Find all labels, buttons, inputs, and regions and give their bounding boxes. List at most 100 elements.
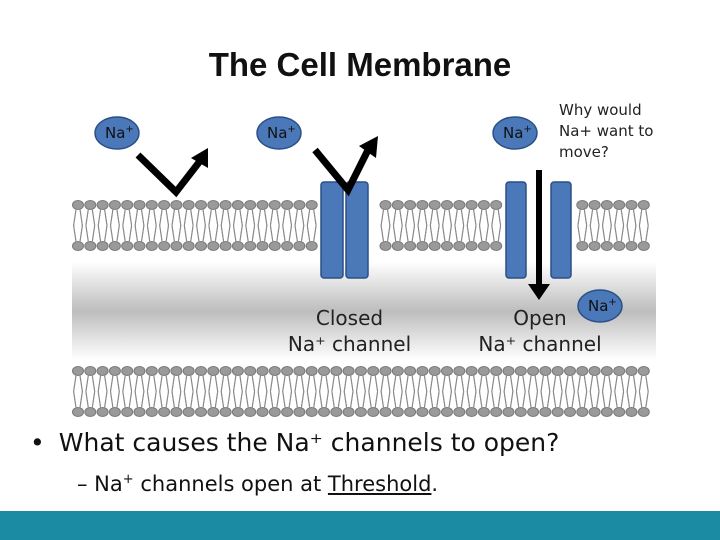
phospholipid <box>576 209 589 251</box>
phospholipid <box>219 375 232 417</box>
slide-title: The Cell Membrane <box>208 46 512 83</box>
open-channel-caption: Open Na⁺ channel <box>478 306 602 356</box>
phospholipid <box>96 375 109 417</box>
phospholipid <box>391 375 404 417</box>
phospholipid <box>576 375 589 417</box>
phospholipid <box>564 375 576 417</box>
phospholipid <box>281 209 294 251</box>
phospholipid <box>231 375 244 417</box>
phospholipid <box>379 209 392 251</box>
closed-channel-caption: Closed Na⁺ channel <box>287 306 412 356</box>
open-channel <box>505 181 572 279</box>
phospholipid <box>121 209 134 251</box>
phospholipid <box>391 209 404 251</box>
sodium-ion: Na+ <box>577 289 623 323</box>
phospholipid <box>637 209 650 251</box>
phospholipid <box>219 209 232 251</box>
phospholipid <box>625 209 638 251</box>
phospholipid <box>244 375 257 417</box>
phospholipid <box>84 375 97 417</box>
bounce-arrow-middle <box>312 136 378 197</box>
phospholipid <box>158 375 171 417</box>
sodium-ion: Na+ <box>256 116 302 150</box>
phospholipid <box>379 375 392 417</box>
phospholipid <box>441 375 453 417</box>
phospholipid <box>428 209 441 251</box>
phospholipid <box>182 209 195 251</box>
bounce-arrow-left <box>135 148 208 198</box>
phospholipid <box>145 209 158 251</box>
phospholipid <box>613 209 626 251</box>
phospholipid <box>441 209 453 251</box>
phospholipid <box>637 375 650 417</box>
phospholipid <box>588 375 601 417</box>
open-channel-left-subunit <box>505 181 527 279</box>
phospholipid <box>170 209 183 251</box>
phospholipid <box>490 375 503 417</box>
svg-text:Na+: Na+ <box>503 124 532 142</box>
phospholipid <box>268 375 281 417</box>
phospholipid <box>158 209 171 251</box>
phospholipid <box>305 209 318 251</box>
phospholipid <box>305 375 318 417</box>
phospholipid <box>490 209 503 251</box>
phospholipid <box>367 375 380 417</box>
phospholipid <box>195 375 207 417</box>
sub-bullet: – Na+ channels open at Threshold. <box>77 472 439 496</box>
phospholipid <box>121 375 134 417</box>
svg-text:Na+: Na+ <box>267 124 296 142</box>
phospholipid <box>404 209 417 251</box>
phospholipid <box>281 375 294 417</box>
phospholipid <box>428 375 441 417</box>
phospholipid <box>256 375 269 417</box>
phospholipid <box>539 375 552 417</box>
phospholipid <box>465 209 478 251</box>
footer-bar <box>0 511 720 540</box>
phospholipid <box>195 209 207 251</box>
phospholipid <box>170 375 183 417</box>
main-bullet: •What causes the Na⁺ channels to open? <box>30 428 560 457</box>
phospholipid <box>625 375 638 417</box>
closed-channel <box>320 181 369 279</box>
phospholipid <box>244 209 257 251</box>
phospholipid <box>72 375 84 417</box>
phospholipid <box>600 375 613 417</box>
phospholipid <box>207 375 220 417</box>
phospholipid <box>514 375 527 417</box>
phospholipid <box>502 375 515 417</box>
svg-text:Na+: Na+ <box>588 297 617 315</box>
phospholipid <box>477 209 490 251</box>
phospholipid <box>551 375 564 417</box>
phospholipid <box>613 375 626 417</box>
phospholipid <box>108 209 121 251</box>
phospholipid <box>145 375 158 417</box>
phospholipid <box>527 375 540 417</box>
phospholipid <box>293 209 306 251</box>
phospholipid <box>231 209 244 251</box>
phospholipid <box>453 209 466 251</box>
phospholipid <box>404 375 417 417</box>
phospholipid <box>96 209 109 251</box>
phospholipid <box>416 209 429 251</box>
phospholipid <box>330 375 343 417</box>
phospholipid <box>182 375 195 417</box>
phospholipid <box>133 375 146 417</box>
phospholipid <box>84 209 97 251</box>
phospholipid-bilayer <box>72 200 650 417</box>
phospholipid <box>354 375 367 417</box>
phospholipid <box>600 209 613 251</box>
phospholipid <box>72 209 84 251</box>
phospholipid <box>342 375 355 417</box>
phospholipid <box>293 375 306 417</box>
phospholipid <box>588 209 601 251</box>
sodium-ion: Na+ <box>492 116 538 150</box>
phospholipid <box>207 209 220 251</box>
sodium-ion: Na+ <box>94 116 140 150</box>
closed-channel-left-subunit <box>320 181 344 279</box>
phospholipid <box>108 375 121 417</box>
svg-text:Na+: Na+ <box>105 124 134 142</box>
bullet-dot-icon: • <box>30 428 45 457</box>
phospholipid <box>318 375 330 417</box>
closed-channel-right-subunit <box>345 181 369 279</box>
